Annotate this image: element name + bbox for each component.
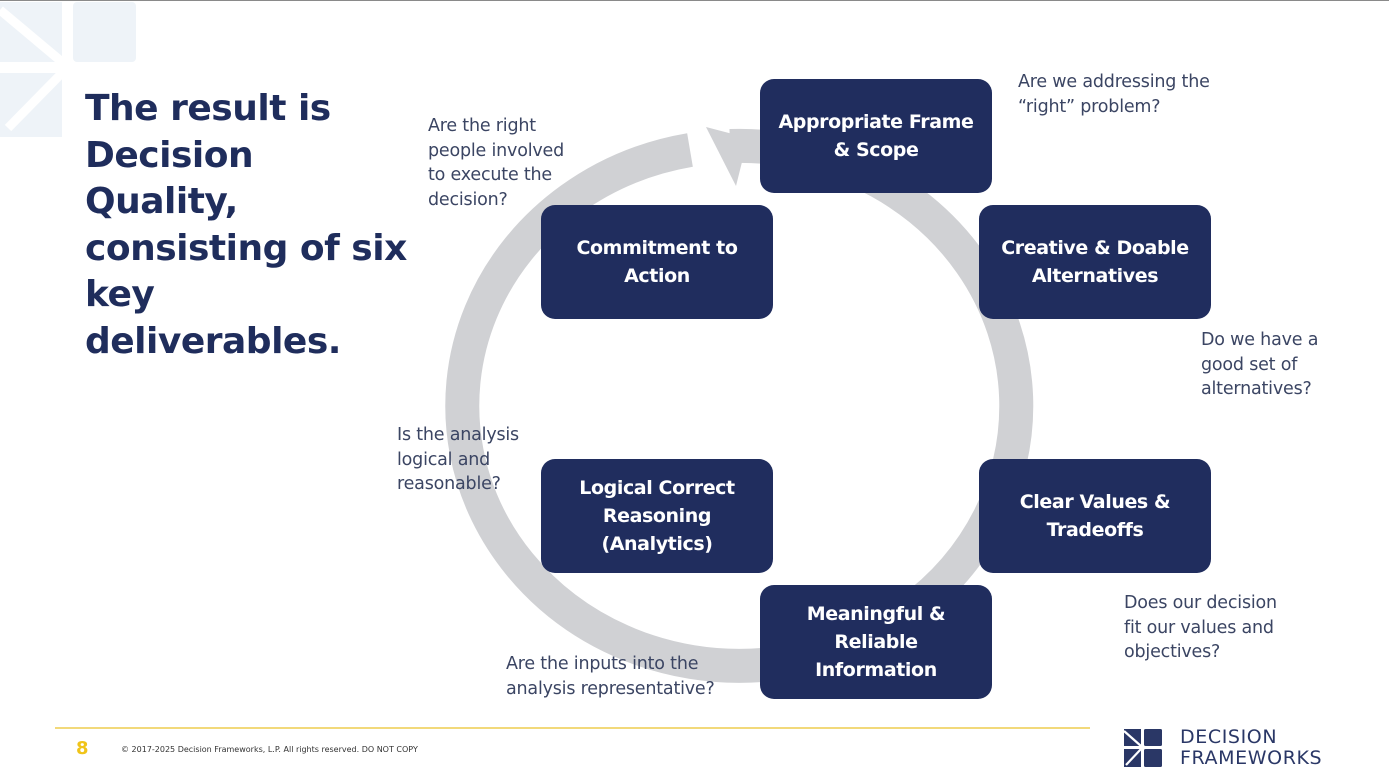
page-number: 8 <box>76 738 89 759</box>
slide-title: The result is Decision Quality, consisti… <box>85 88 407 362</box>
question-commitment: Are the right people involved to execute… <box>428 116 564 210</box>
copyright-notice: © 2017-2025 Decision Frameworks, L.P. Al… <box>121 745 418 754</box>
decision-frameworks-logo-icon <box>1124 729 1162 767</box>
company-logo: DECISION FRAMEWORKS <box>1124 727 1322 769</box>
logo-text-line1: DECISION <box>1180 726 1278 748</box>
question-reasoning: Is the analysis logical and reasonable? <box>397 425 519 494</box>
question-frame: Are we addressing the “right” problem? <box>1018 72 1210 117</box>
question-information: Are the inputs into the analysis represe… <box>506 654 715 699</box>
dq-element-commitment: Commitment to Action <box>541 205 773 319</box>
logo-text: DECISION FRAMEWORKS <box>1180 727 1322 769</box>
dq-element-frame: Appropriate Frame & Scope <box>760 79 992 193</box>
top-border <box>0 0 1389 1</box>
question-values: Does our decision fit our values and obj… <box>1124 593 1277 662</box>
logo-text-line2: FRAMEWORKS <box>1180 747 1323 769</box>
dq-element-reasoning: Logical Correct Reasoning (Analytics) <box>541 459 773 573</box>
question-alternatives: Do we have a good set of alternatives? <box>1201 330 1319 399</box>
corner-logo-watermark-icon <box>0 2 136 137</box>
footer-rule <box>55 727 1090 729</box>
cycle-arrow-head-icon <box>706 127 748 186</box>
dq-element-information: Meaningful & Reliable Information <box>760 585 992 699</box>
dq-element-alternatives: Creative & Doable Alternatives <box>979 205 1211 319</box>
dq-element-values: Clear Values & Tradeoffs <box>979 459 1211 573</box>
